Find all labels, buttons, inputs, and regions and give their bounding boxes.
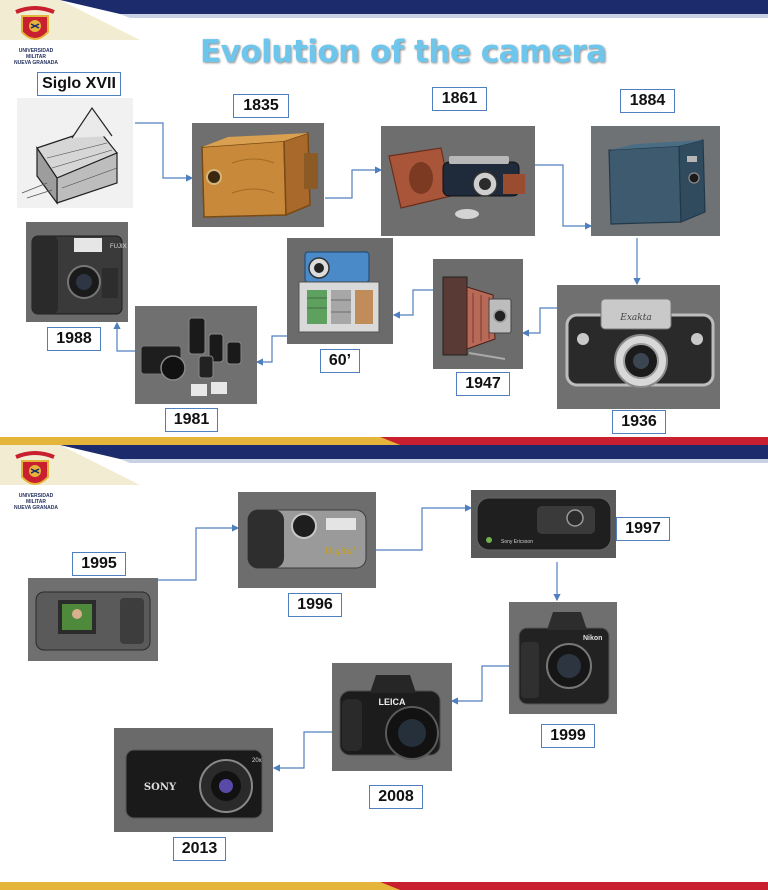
photo-folding-camera: [433, 259, 523, 369]
svg-text:LEICA: LEICA: [379, 697, 407, 707]
photo-wooden-box-camera: [192, 123, 324, 227]
year-label-1996: 1996: [288, 593, 342, 617]
year-label-1997: 1997: [616, 517, 670, 541]
year-label-1835: 1835: [233, 94, 289, 118]
svg-text:FUJIX: FUJIX: [110, 244, 127, 250]
svg-text:Digital: Digital: [324, 547, 356, 557]
footer-stripe: [0, 882, 768, 890]
header-banner: [0, 445, 768, 485]
svg-text:20x: 20x: [252, 758, 262, 764]
year-label-1988: 1988: [47, 327, 101, 351]
timeline-arrows: [158, 504, 561, 772]
photo-camera-with-lenses: [135, 306, 257, 404]
photo-casio-lcd-camera: [28, 578, 158, 661]
year-label-2013: 2013: [173, 837, 226, 861]
photo-kodak-digital-camera: Digital: [238, 492, 376, 588]
photo-leica-dslr: LEICA: [332, 663, 452, 771]
photo-fuji-digital-camera: FUJIX: [26, 222, 128, 322]
svg-text:Sony Ericsson: Sony Ericsson: [501, 539, 533, 545]
photo-camera-obscura: [17, 98, 133, 208]
photo-sony-ericsson-phone: Sony Ericsson: [471, 490, 616, 558]
page-title: Evolution of the camera: [200, 34, 607, 70]
year-label-1936: 1936: [612, 410, 666, 434]
timeline-arrows: [113, 122, 641, 366]
photo-box-camera: [591, 126, 720, 236]
year-label-1861: 1861: [432, 87, 487, 111]
photo-nikon-dslr: Nikon: [509, 602, 617, 714]
year-label-2008: 2008: [369, 785, 423, 809]
year-label-60s: 60’: [320, 349, 360, 373]
year-label-1981: 1981: [165, 408, 218, 432]
photo-early-digital-prototype: [287, 238, 393, 344]
photo-sony-compact: SONY 20x: [114, 728, 273, 832]
photo-leather-case-rangefinder: [381, 126, 535, 236]
footer-stripe: [0, 437, 768, 445]
year-label-1995: 1995: [72, 552, 126, 576]
year-label-1884: 1884: [620, 89, 675, 113]
year-label-1999: 1999: [541, 724, 595, 748]
year-label-siglo-xvii: Siglo XVII: [37, 72, 121, 96]
photo-exakta-slr: Exakta: [557, 285, 720, 409]
svg-text:SONY: SONY: [144, 782, 177, 793]
svg-text:Nikon: Nikon: [583, 635, 602, 642]
svg-text:Exakta: Exakta: [619, 313, 651, 323]
year-label-1947: 1947: [456, 372, 510, 396]
